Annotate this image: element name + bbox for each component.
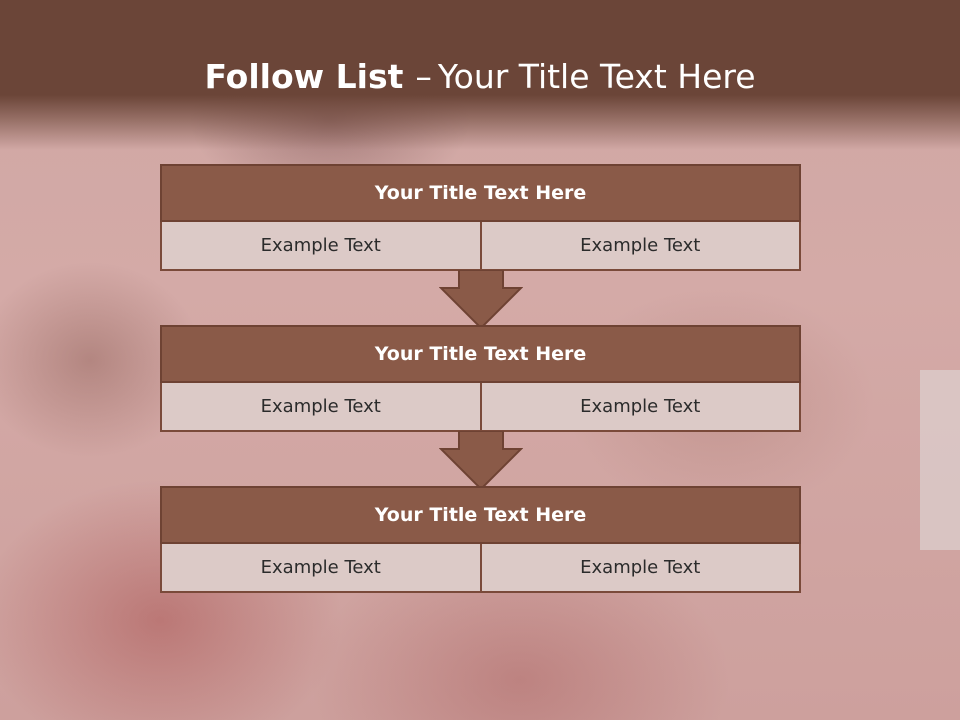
block-title: Your Title Text Here [160,164,801,222]
block-cells: Example Text Example Text [160,544,801,593]
example-text-cell-left: Example Text [160,544,480,593]
title-bold: Follow List [204,57,404,96]
block-cells: Example Text Example Text [160,383,801,432]
example-text-cell-right: Example Text [479,383,801,432]
block-title: Your Title Text Here [160,325,801,383]
title-rest: Your Title Text Here [437,57,756,96]
list-block-3: Your Title Text Here Example Text Exampl… [160,486,801,593]
block-cells: Example Text Example Text [160,222,801,271]
down-arrow-icon [439,431,523,491]
example-text-cell-left: Example Text [160,383,480,432]
block-title: Your Title Text Here [160,486,801,544]
header-band [0,0,960,150]
example-text-cell-right: Example Text [479,222,801,271]
list-block-2: Your Title Text Here Example Text Exampl… [160,325,801,432]
slide-title: Follow List–Your Title Text Here [0,55,960,99]
list-block-1: Your Title Text Here Example Text Exampl… [160,164,801,271]
down-arrow-icon [439,270,523,330]
background-sleeve [920,370,960,550]
example-text-cell-left: Example Text [160,222,480,271]
example-text-cell-right: Example Text [479,544,801,593]
title-separator: – [415,57,432,96]
